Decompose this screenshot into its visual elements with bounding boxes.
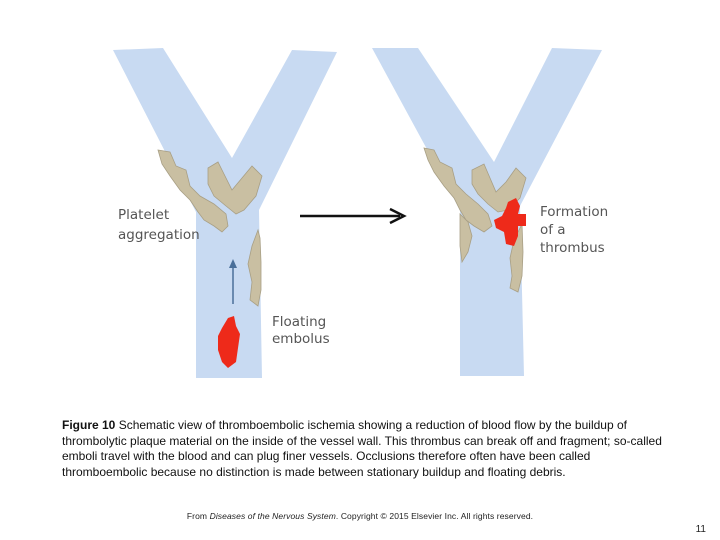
platelet-aggregation-line-2: aggregation (118, 227, 200, 243)
thrombus-formation-line-3: thrombus (540, 240, 605, 256)
thrombus-clot (494, 198, 526, 246)
right-plaque-outer-wall (423, 147, 493, 233)
page-number: 11 (695, 524, 706, 535)
thrombus-formation-line-2: of a (540, 222, 566, 238)
source-suffix: . Copyright © 2015 Elsevier Inc. All rig… (335, 511, 534, 521)
right-vessel (372, 48, 602, 376)
thromboembolism-diagram: Platelet aggregation Floating embolus Fo… (113, 48, 612, 378)
right-plaque-left-wall (459, 213, 473, 264)
platelet-aggregation-label: Platelet aggregation (118, 207, 200, 243)
left-plaque-right-wall (247, 228, 262, 307)
source-citation: From Diseases of the Nervous System. Cop… (0, 511, 720, 521)
source-book-title: Diseases of the Nervous System (209, 511, 336, 521)
floating-embolus-line-2: embolus (272, 331, 330, 347)
flow-arrow-head (229, 259, 237, 268)
left-plaque-outer-wall (157, 149, 229, 233)
left-vessel (113, 48, 337, 378)
transition-arrow (300, 207, 407, 225)
left-plaque-bifurcation (207, 161, 263, 215)
platelet-aggregation-line-1: Platelet (118, 207, 169, 223)
floating-embolus-line-1: Floating (272, 314, 326, 330)
thrombus-formation-label: Formation of a thrombus (540, 204, 612, 256)
right-vessel-lumen (372, 48, 602, 376)
thrombus-formation-line-1: Formation (540, 204, 608, 220)
figure-caption: Figure 10 Schematic view of thromboembol… (62, 418, 662, 480)
transition-arrow-head (389, 207, 407, 225)
source-prefix: From (186, 511, 210, 521)
floating-embolus-clot (218, 316, 240, 368)
figure-label: Figure 10 (62, 418, 116, 432)
caption-text: Schematic view of thromboembolic ischemi… (62, 418, 662, 479)
right-plaque-right-wall (509, 223, 524, 293)
floating-embolus-label: Floating embolus (272, 314, 331, 347)
